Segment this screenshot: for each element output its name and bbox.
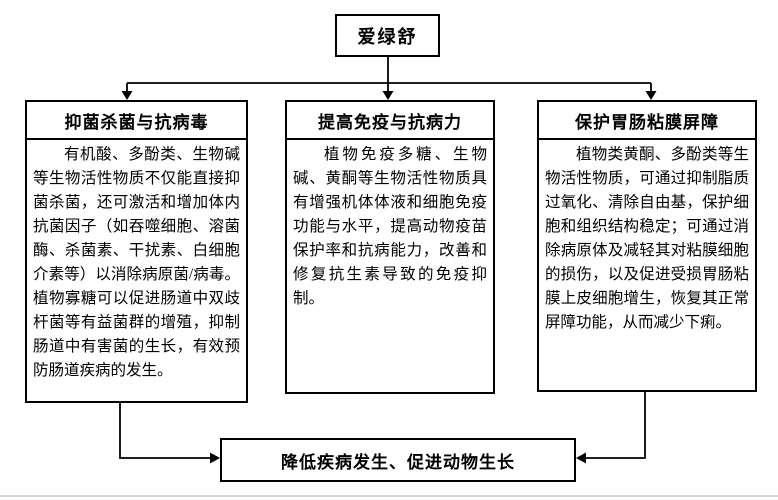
branch-title-immunity: 提高免疫与抗病力 (287, 102, 493, 140)
branch-title-antibacterial: 抑菌杀菌与抗病毒 (27, 102, 246, 140)
left-outcome-line (119, 403, 211, 459)
branch-box-antibacterial: 抑菌杀菌与抗病毒 有机酸、多酚类、生物碱等生物活性物质不仅能直接抑菌杀菌，还可激… (25, 100, 248, 403)
branch-box-immunity: 提高免疫与抗病力 植物免疫多糖、生物碱、黄酮等生物活性物质具有增强机体体液和细胞… (285, 100, 495, 394)
arrow-down-right (645, 91, 657, 100)
branch-title-mucosa: 保护胃肠粘膜屏障 (539, 102, 755, 140)
arrow-right (210, 452, 220, 464)
branch-box-mucosa: 保护胃肠粘膜屏障 植物类黄酮、多酚类等生物活性物质，可通过抑制脂质过氧化、清除自… (537, 100, 757, 392)
arrow-down-left (121, 91, 133, 100)
right-outcome-line (586, 392, 646, 459)
branch-body-antibacterial: 有机酸、多酚类、生物碱等生物活性物质不仅能直接抑菌杀菌，还可激活和增加体内抗菌因… (33, 146, 240, 379)
outcome-box: 降低疾病发生、促进动物生长 (220, 438, 576, 482)
arrow-left (576, 452, 586, 464)
root-box: 爱绿舒 (335, 14, 440, 57)
root-label: 爱绿舒 (357, 26, 418, 47)
outcome-label: 降低疾病发生、促进动物生长 (281, 452, 515, 472)
branch-body-mucosa: 植物类黄酮、多酚类等生物活性物质，可通过抑制脂质过氧化、清除自由基，保护细胞和组… (545, 146, 749, 331)
page-separator-line (0, 495, 778, 497)
branch-body-immunity: 植物免疫多糖、生物碱、黄酮等生物活性物质具有增强机体体液和细胞免疫功能与水平，提… (293, 146, 487, 307)
arrow-down-middle (382, 91, 394, 100)
